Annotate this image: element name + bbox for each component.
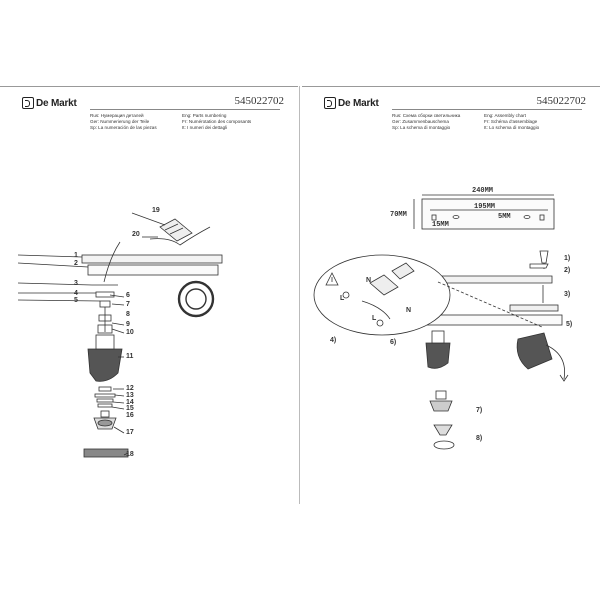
part-label-5: 5 bbox=[74, 297, 78, 304]
logo-text: De Markt bbox=[338, 97, 379, 109]
step-8: 8) bbox=[476, 435, 483, 442]
lang-rus: Rus: Схема сборки светильника bbox=[392, 113, 461, 118]
logo-mark-icon bbox=[22, 97, 34, 109]
part-label-8: 8 bbox=[126, 311, 130, 318]
assembly-drawing bbox=[313, 194, 569, 450]
dimension-inner: 195MM bbox=[474, 203, 496, 211]
part-label-14: 14 bbox=[126, 399, 134, 406]
part-label-20: 20 bbox=[132, 231, 140, 238]
wire-label-n-2: N bbox=[406, 307, 412, 314]
step-7: 7) bbox=[476, 407, 483, 414]
header-rule bbox=[90, 109, 280, 110]
lang-fr: Fr: Schéma d'assemblage bbox=[484, 119, 538, 124]
assembly-chart-sheet: De Markt 545022702 Rus: Схема сборки све… bbox=[302, 86, 600, 505]
header-rule bbox=[392, 109, 582, 110]
article-number: 545022702 bbox=[536, 95, 587, 107]
part-label-15: 15 bbox=[126, 405, 134, 412]
part-label-4: 4 bbox=[74, 290, 78, 297]
dimension-height: 70MM bbox=[390, 211, 407, 219]
step-1: 1) bbox=[564, 255, 571, 262]
part-label-6: 6 bbox=[126, 292, 130, 299]
part-label-7: 7 bbox=[126, 301, 130, 308]
page-divider bbox=[299, 86, 300, 504]
lang-it: It: I numeri dei dettagli bbox=[182, 125, 228, 130]
parts-numbering-sheet: De Markt 545022702 Rus: Нумерация детале… bbox=[0, 86, 298, 505]
part-label-18: 18 bbox=[126, 451, 134, 458]
step-2: 2) bbox=[564, 267, 571, 274]
language-table: Rus: Нумерация деталей Eng: Parts numberi… bbox=[90, 113, 274, 131]
part-label-17: 17 bbox=[126, 429, 134, 436]
lang-sp: Sp: La numeración de las piezas bbox=[90, 125, 157, 130]
wire-label-l-1: L bbox=[340, 295, 345, 302]
part-label-16: 16 bbox=[126, 412, 134, 419]
part-label-9: 9 bbox=[126, 321, 130, 328]
part-label-13: 13 bbox=[126, 392, 134, 399]
part-label-2: 2 bbox=[74, 260, 78, 267]
step-3: 3) bbox=[564, 291, 571, 298]
brand-logo: De Markt bbox=[324, 97, 379, 109]
lang-sp: Sp: La schema di montaggio bbox=[392, 125, 451, 130]
part-label-12: 12 bbox=[126, 385, 134, 392]
wire-label-l-2: L bbox=[372, 315, 377, 322]
dimension-small: 5MM bbox=[498, 213, 511, 221]
part-label-11: 11 bbox=[126, 353, 134, 360]
lang-ger: Ger: Nummerierung der Teile bbox=[90, 119, 150, 124]
lang-eng: Eng: Parts numbering bbox=[182, 113, 227, 118]
lang-it: It: Lo schema di montaggio bbox=[484, 125, 540, 130]
exploded-parts-drawing bbox=[17, 212, 223, 458]
logo-text: De Markt bbox=[36, 97, 77, 109]
wire-label-n-1: N bbox=[366, 277, 372, 284]
dimension-offset: 15MM bbox=[432, 221, 449, 229]
language-table: Rus: Схема сборки светильника Eng: Assemb… bbox=[392, 113, 576, 131]
step-6: 6) bbox=[390, 339, 397, 346]
brand-logo: De Markt bbox=[22, 97, 77, 109]
part-label-3: 3 bbox=[74, 280, 78, 287]
lang-ger: Ger: Zusammenbauschema bbox=[392, 119, 449, 124]
dimension-width: 240MM bbox=[472, 187, 494, 195]
part-label-1: 1 bbox=[74, 252, 78, 259]
step-4: 4) bbox=[330, 337, 337, 344]
lang-rus: Rus: Нумерация деталей bbox=[90, 113, 144, 118]
logo-mark-icon bbox=[324, 97, 336, 109]
article-number: 545022702 bbox=[234, 95, 285, 107]
lang-eng: Eng: Assembly chart bbox=[484, 113, 526, 118]
part-label-19: 19 bbox=[152, 207, 160, 214]
step-5: 5) bbox=[566, 321, 573, 328]
part-label-10: 10 bbox=[126, 329, 134, 336]
lang-fr: Fr: Numérotation des composants bbox=[182, 119, 252, 124]
